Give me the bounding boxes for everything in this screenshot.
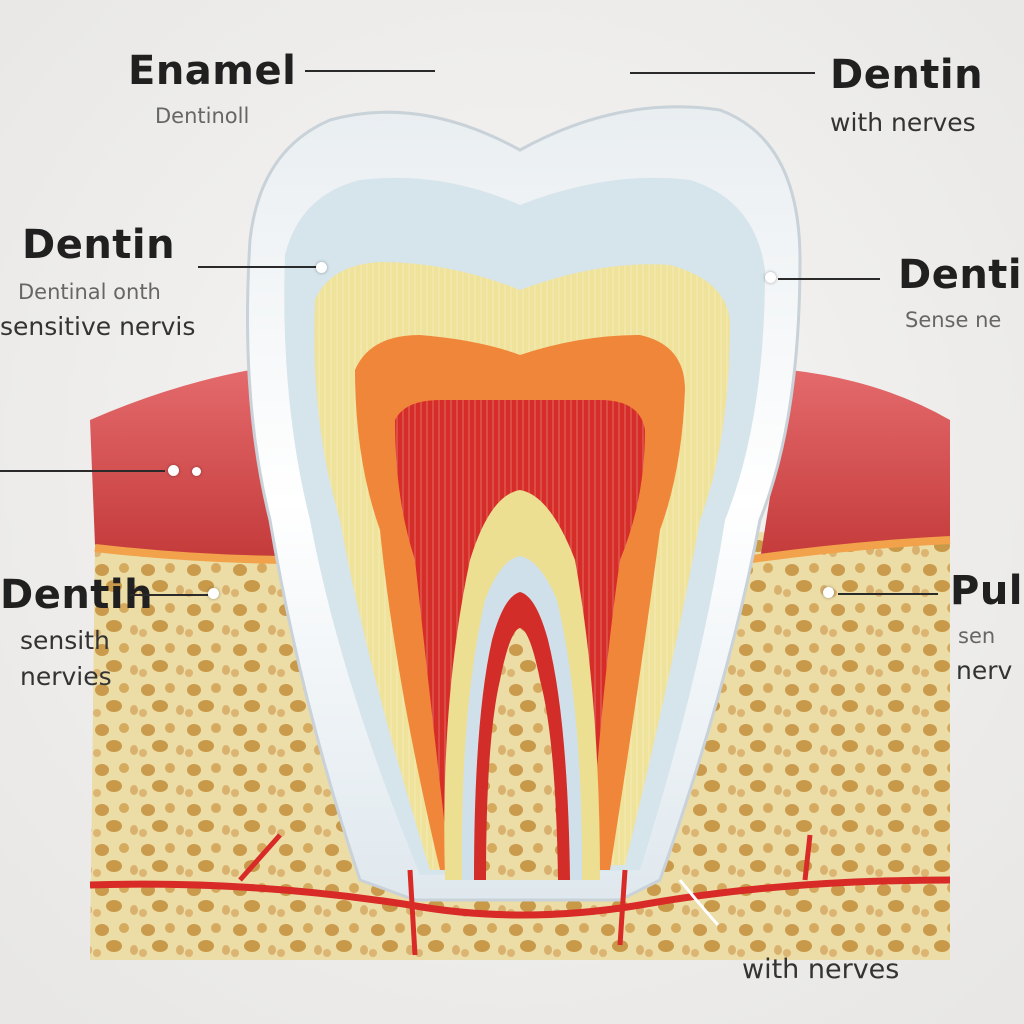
gum-left (90, 370, 300, 560)
leader-dentin-lower-left (130, 594, 208, 596)
pointer-gum-left (168, 465, 179, 476)
nerve-vessel (89, 876, 951, 919)
leader-pulp-right (838, 593, 938, 595)
label-dentin-top-right-sub: with nerves (830, 108, 976, 137)
label-dentin-top-right-title: Dentin (830, 52, 984, 98)
label-dentin-right-sub: Sense ne (905, 308, 1002, 332)
leader-dentin-right (778, 278, 880, 280)
label-pulp-right-sub2: nerv (956, 656, 1013, 685)
label-dentin-lower-left-sub2: nervies (20, 662, 112, 691)
label-enamel-title: Enamel (128, 48, 297, 94)
pointer-dentin-lower-left (208, 588, 219, 599)
leader-gum-left (0, 470, 165, 472)
label-pulp-right-title: Pul (950, 568, 1024, 614)
inner-arch-bone (486, 628, 558, 880)
label-dentin-left-sub1: Dentinal onth (18, 280, 161, 304)
leader-dentin-left (198, 266, 318, 268)
pointer-gum-left-2 (192, 467, 201, 476)
label-enamel-sub: Dentinoll (155, 104, 250, 128)
label-dentin-lower-left-title: Dentih (0, 572, 154, 618)
leader-dentin-top-right (630, 72, 815, 74)
pointer-dentin-left (316, 262, 327, 273)
label-dentin-left-sub2: sensitive nervis (0, 312, 196, 341)
label-pulp-right-sub1: sen (958, 624, 996, 648)
pointer-pulp-right (823, 587, 834, 598)
label-bottom-with-nerves: with nerves (742, 954, 900, 985)
gum-right (760, 370, 950, 560)
label-dentin-left-title: Dentin (22, 222, 176, 268)
leader-enamel (305, 70, 435, 72)
gum-line-right (744, 536, 951, 564)
label-dentin-right-title: Denti (898, 252, 1023, 298)
label-dentin-lower-left-sub1: sensith (20, 626, 110, 655)
pointer-dentin-right (765, 272, 776, 283)
